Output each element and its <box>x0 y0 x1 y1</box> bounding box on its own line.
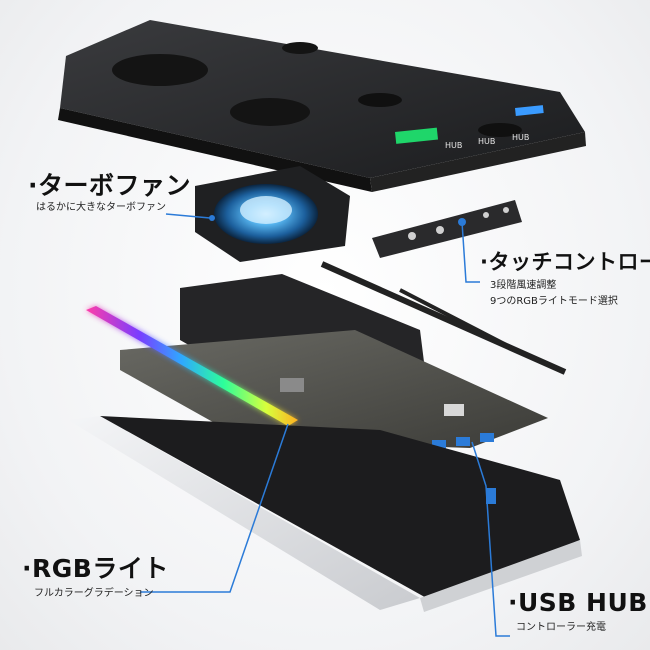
touch-control-title: ·タッチコントロール <box>480 250 650 274</box>
circuit-board <box>120 330 548 449</box>
touch-control-line2: 9つのRGBライトモード選択 <box>490 296 618 307</box>
touch-panel-icon <box>372 200 522 258</box>
hub-label-3: HUB <box>512 133 529 142</box>
callout-lines <box>140 213 510 637</box>
turbo-fan-subtitle: はるかに大きなターボファン <box>36 202 166 213</box>
usb-hub-subtitle: コントローラー充電 <box>516 622 606 633</box>
turbo-fan-icon <box>195 166 350 262</box>
turbo-fan-title: ·ターボファン <box>28 171 191 200</box>
touch-control-line1: 3段階風速調整 <box>490 280 557 291</box>
rgb-light-subtitle: フルカラーグラデーション <box>34 588 154 599</box>
usb-hub-title: ·USB HUB <box>508 588 648 617</box>
base-housing <box>68 416 582 612</box>
hub-label-1: HUB <box>445 141 462 150</box>
rgb-light-strip-icon <box>86 306 298 426</box>
hub-label-2: HUB <box>478 137 495 146</box>
rgb-light-title: ·RGBライト <box>22 554 169 583</box>
